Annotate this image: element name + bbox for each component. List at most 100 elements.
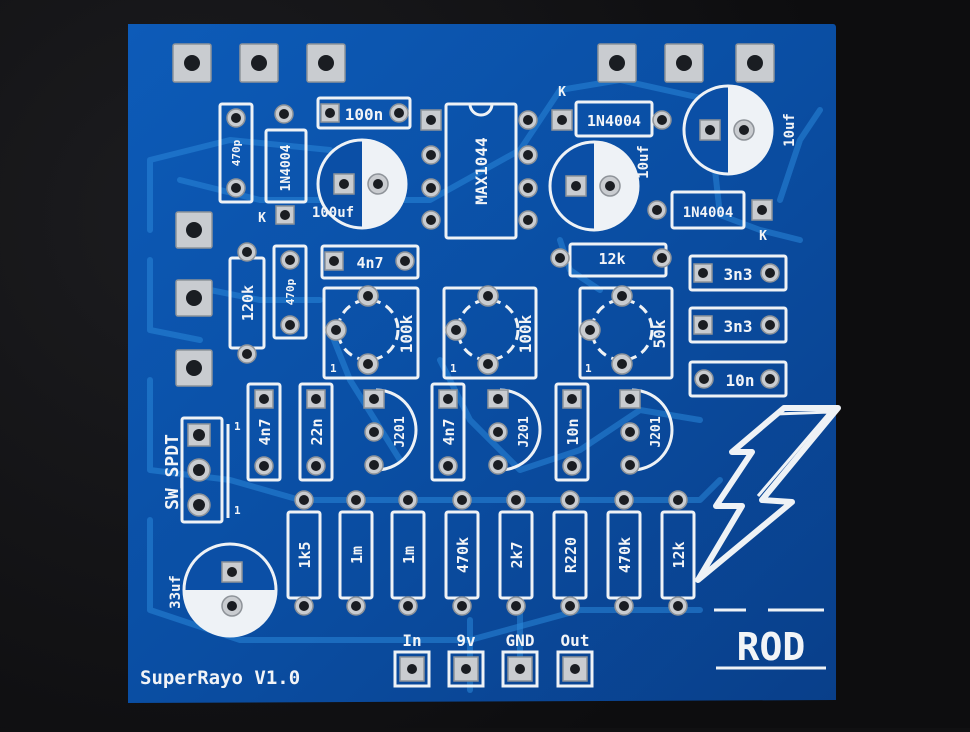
capacitor-470p-top: 470p <box>218 102 254 204</box>
capacitor-100n: 100n <box>316 96 412 130</box>
label-3n3-bottom: 3n3 <box>724 317 753 336</box>
label-22n: 22n <box>308 418 326 445</box>
label-10n-mid: 10n <box>564 418 582 445</box>
potentiometer-50k: 50k 1 <box>578 285 674 380</box>
label-470p-top: 470p <box>230 139 243 166</box>
label-sw-spdt: SW_SPDT <box>162 434 183 510</box>
label-4n7-a: 4n7 <box>256 418 274 445</box>
resistor-12k-bottom: 12k <box>660 490 696 616</box>
capacitor-4n7-b: 4n7 <box>430 382 466 482</box>
resistor-r220: R220 <box>552 490 588 616</box>
rod-logo: ROD <box>714 608 826 670</box>
label-1n4004-top: 1N4004 <box>587 112 641 130</box>
label-j201-left: J201 <box>393 416 408 447</box>
label-r220: R220 <box>562 537 580 573</box>
label-1m-a: 1m <box>348 546 366 564</box>
capacitor-10n-right: 10n <box>688 360 788 398</box>
label-2k7: 2k7 <box>508 541 526 568</box>
resistor-1k5: 1k5 <box>286 490 322 616</box>
label-100k-middle: 100k <box>516 314 535 353</box>
label-1k5: 1k5 <box>296 541 314 568</box>
label-12k-bottom: 12k <box>670 541 688 568</box>
label-pot-pin-1-left: 1 <box>330 362 337 375</box>
label-470p-mid: 470p <box>284 278 297 305</box>
label-120k: 120k <box>239 285 257 321</box>
label-k-left: K <box>258 211 266 226</box>
potentiometer-100k-left: 100k 1 <box>322 285 420 380</box>
label-4n7-top: 4n7 <box>356 254 383 272</box>
label-pot-pin-1-middle: 1 <box>450 362 457 375</box>
header-pad <box>597 43 637 83</box>
label-j201-middle: J201 <box>517 416 532 447</box>
header-pad <box>306 43 346 83</box>
jfet-j201-left: J201 <box>363 388 418 475</box>
io-connector: In 9v GND Out <box>393 631 594 688</box>
label-rod: ROD <box>737 625 806 669</box>
capacitor-10uf-mid: 10uf <box>548 140 652 232</box>
label-10n-right: 10n <box>726 371 755 390</box>
capacitor-33uf: 33uf <box>168 542 278 638</box>
io-label-9v: 9v <box>456 631 476 650</box>
io-label-in: In <box>402 631 421 650</box>
switch-spdt: SW_SPDT 1 1 <box>162 416 241 524</box>
resistor-470k-a: 470k <box>444 490 480 616</box>
label-100n: 100n <box>345 105 384 124</box>
label-1n4004-left: 1N4004 <box>279 144 294 191</box>
resistor-2k7: 2k7 <box>498 490 534 616</box>
label-10uf-mid: 10uf <box>636 145 652 179</box>
diode-1n4004-left: 1N4004 K <box>258 104 308 226</box>
lightning-bolt-icon <box>695 405 841 583</box>
label-max1044: MAX1044 <box>472 137 491 204</box>
capacitor-10uf-top: 10uf <box>682 84 798 176</box>
label-470k-b: 470k <box>616 537 634 573</box>
capacitor-470p-mid: 470p <box>272 244 308 340</box>
capacitor-3n3-bottom: 3n3 <box>688 306 788 344</box>
header-pad <box>175 349 213 387</box>
label-k-right: K <box>759 229 767 244</box>
diode-1n4004-right: 1N4004 K <box>647 190 773 244</box>
resistor-12k-top: 12k <box>550 242 672 278</box>
left-header-pads <box>175 211 213 387</box>
resistor-1m-a: 1m <box>338 490 374 616</box>
board-title: SuperRayo V1.0 <box>140 667 300 689</box>
capacitor-10n-mid: 10n <box>554 382 590 482</box>
top-header-pads <box>172 43 775 83</box>
label-1n4004-right: 1N4004 <box>683 205 734 221</box>
jfet-j201-middle: J201 <box>487 388 542 475</box>
label-12k-top: 12k <box>598 250 625 268</box>
header-pad <box>664 43 704 83</box>
resistor-1m-b: 1m <box>390 490 426 616</box>
diode-1n4004-top: 1N4004 K <box>551 85 672 138</box>
label-sw-pin-a: 1 <box>234 420 241 433</box>
label-sw-pin-b: 1 <box>234 504 241 517</box>
label-100k-left: 100k <box>397 314 416 353</box>
header-pad <box>175 279 213 317</box>
label-pot-pin-1-right: 1 <box>585 362 592 375</box>
capacitor-3n3-top: 3n3 <box>688 254 788 292</box>
header-pad <box>239 43 279 83</box>
io-label-gnd: GND <box>506 631 535 650</box>
io-label-out: Out <box>561 631 590 650</box>
potentiometer-100k-middle: 100k 1 <box>442 285 538 380</box>
label-10uf-top: 10uf <box>782 113 798 147</box>
header-pad <box>172 43 212 83</box>
label-j201-right: J201 <box>649 416 664 447</box>
capacitor-4n7-a: 4n7 <box>246 382 282 482</box>
label-470k-a: 470k <box>454 537 472 573</box>
label-100uf: 100uf <box>312 205 354 221</box>
label-1m-b: 1m <box>400 546 418 564</box>
label-33uf: 33uf <box>168 575 184 609</box>
label-4n7-b: 4n7 <box>440 418 458 445</box>
capacitor-4n7-top: 4n7 <box>320 244 420 280</box>
capacitor-100uf: 100uf <box>312 138 408 230</box>
capacitor-22n: 22n <box>298 382 334 482</box>
header-pad <box>735 43 775 83</box>
label-3n3-top: 3n3 <box>724 265 753 284</box>
label-k-top: K <box>558 85 566 100</box>
resistor-120k: 120k <box>228 242 266 364</box>
ic-max1044: MAX1044 <box>420 102 538 240</box>
resistor-470k-b: 470k <box>606 490 642 616</box>
jfet-j201-right: J201 <box>619 388 674 475</box>
